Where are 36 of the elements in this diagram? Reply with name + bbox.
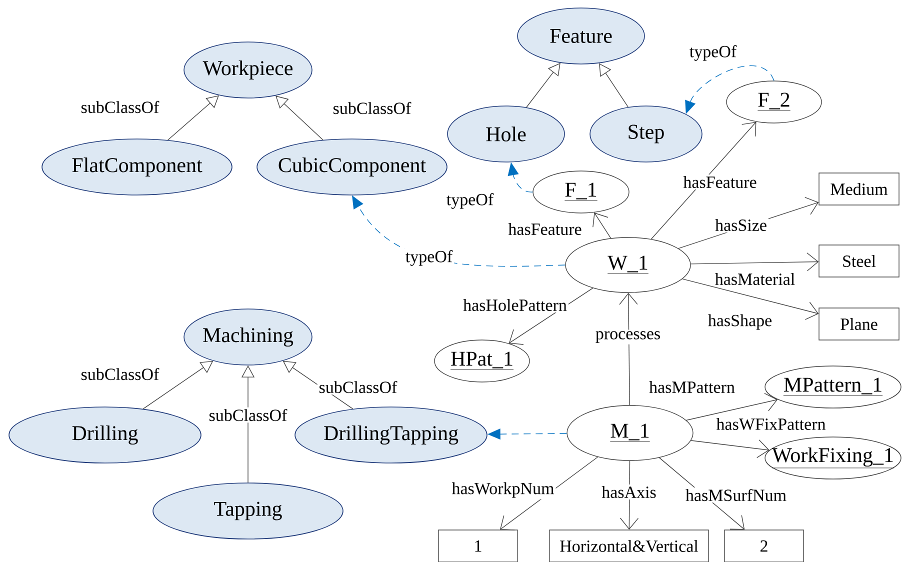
edge-label: hasMPattern (648, 380, 736, 394)
edge-label: hasFeature (506, 222, 584, 236)
edge-label: hasWFixPattern (714, 416, 828, 432)
edge-label: hasWorkpNum (450, 480, 556, 500)
edge-label: typeOf (404, 248, 454, 268)
edge-label: subClassOf (317, 379, 399, 395)
edge-label: hasFeature (682, 174, 758, 190)
edge-label: typeOf (688, 44, 738, 62)
arrow (690, 439, 770, 458)
edge-label: hasSize (714, 218, 768, 232)
value-box: 2 (724, 530, 804, 562)
edge-label: hasMaterial (713, 272, 797, 286)
arrow (276, 96, 324, 140)
arrow (690, 252, 819, 272)
edge-label: processes (594, 330, 662, 344)
edge-label: hasHolePattern (462, 298, 568, 312)
edge-label: hasMSurfNum (684, 487, 788, 503)
value-box: 1 (438, 530, 518, 562)
arrow (508, 288, 594, 345)
arrow (592, 212, 612, 239)
edge-label: hasShape (706, 312, 774, 332)
edge-label: hasAxis (600, 484, 658, 500)
arrow (619, 292, 638, 406)
arrow (500, 456, 598, 530)
value-box: Plane (818, 308, 900, 340)
edge-label: typeOf (444, 192, 496, 210)
value-box: Medium (818, 172, 900, 206)
value-box: Steel (818, 244, 900, 278)
arrow (682, 278, 819, 320)
value-box: Horizontal&Vertical (549, 530, 709, 562)
arrow (650, 122, 756, 240)
arrow (686, 392, 778, 421)
edge-label: subClassOf (331, 100, 413, 116)
edge-label: subClassOf (79, 366, 161, 382)
edge-label: subClassOf (207, 407, 289, 423)
edge-label: subClassOf (79, 99, 161, 115)
